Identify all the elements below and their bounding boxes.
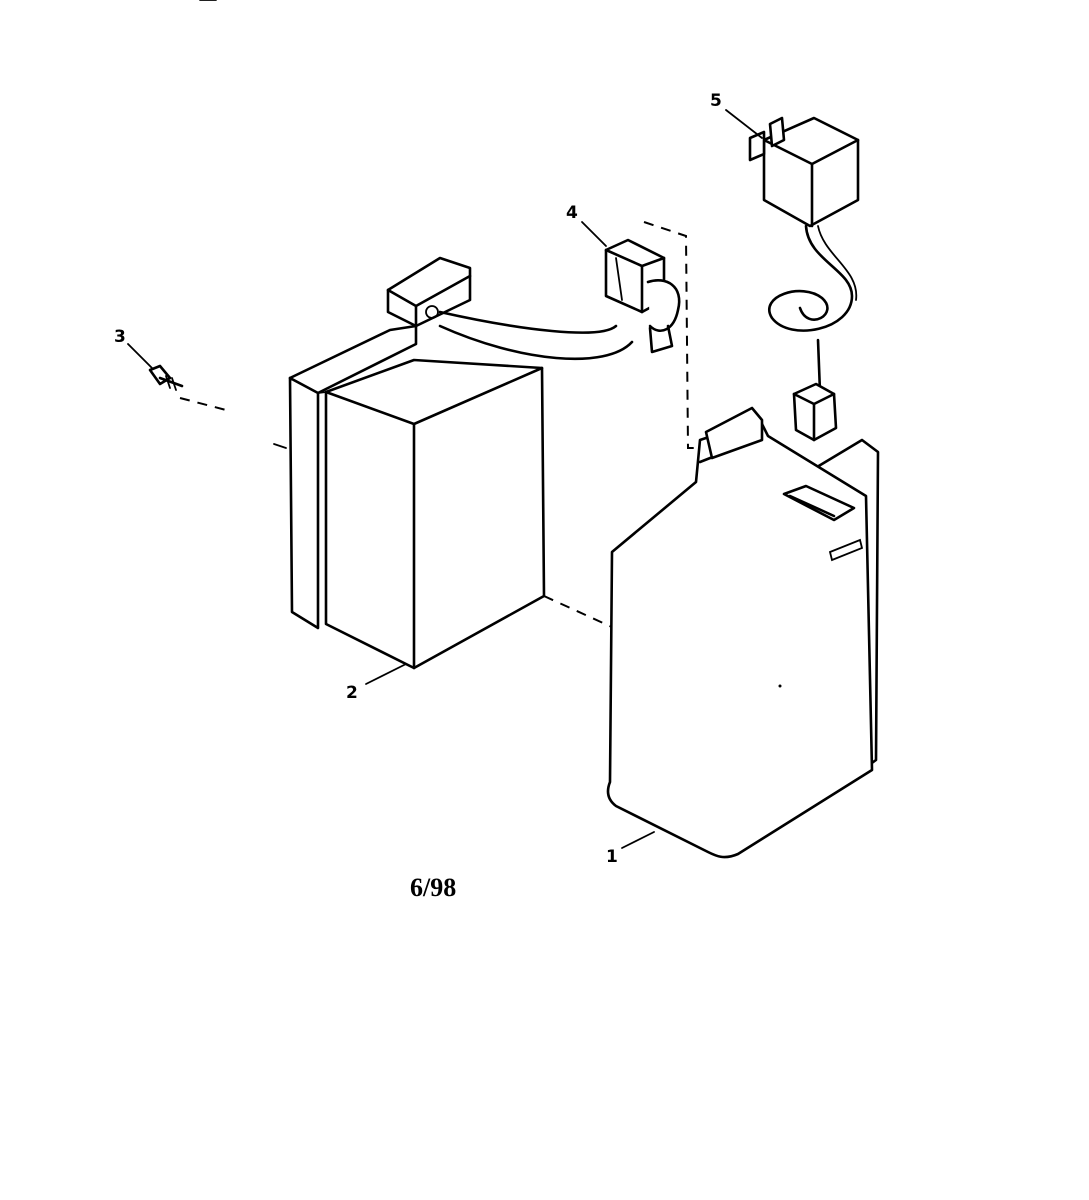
callout-5: 5 <box>710 91 722 111</box>
callout-4-leader <box>581 221 607 247</box>
dashed-mark <box>273 443 287 449</box>
callout-1-leader <box>621 831 655 849</box>
part-3-screw <box>148 364 184 391</box>
dashed-assembly-line-2 <box>543 595 615 629</box>
wire-harness <box>425 305 634 361</box>
callout-2: 2 <box>346 683 358 703</box>
part-2-transformer-box <box>288 256 546 670</box>
callout-1: 1 <box>606 847 618 867</box>
dashed-assembly-line-4 <box>643 221 712 449</box>
callout-3-leader <box>127 343 153 369</box>
callout-4: 4 <box>566 203 578 223</box>
part-4-wire-clip <box>604 238 681 354</box>
callout-3: 3 <box>114 327 126 347</box>
date-code: 6/98 <box>410 873 456 902</box>
callout-5-leader <box>725 109 763 139</box>
part-5-plug-adapter <box>748 116 860 442</box>
dashed-assembly-line-3 <box>179 397 227 411</box>
callout-2-leader <box>365 663 407 685</box>
part-1-reservoir-tank <box>606 406 880 859</box>
